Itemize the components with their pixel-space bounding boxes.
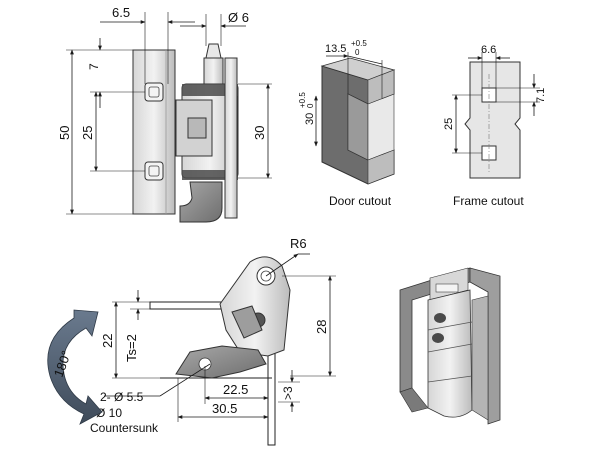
dim-side-thickness: Ts=2: [124, 334, 139, 362]
tol-door-width-upper: +0.5: [351, 39, 367, 48]
frame-plate: [464, 61, 521, 179]
hinge-body-upper: [219, 256, 291, 357]
dim-side-gap: >3: [281, 386, 295, 400]
dim-side-offset: 22.5: [223, 382, 248, 397]
dim-side-radius: R6: [290, 236, 307, 251]
dim-front-top: 7: [87, 63, 101, 70]
screw-slot-bottom: [144, 161, 164, 181]
dim-front-total: 50: [57, 126, 72, 140]
dim-frame-hole: 7.1: [535, 88, 547, 103]
hinge-pin: [205, 43, 222, 59]
dim-side-hole: 2- Ø 5.5: [100, 390, 144, 404]
hinge-body-lower: [175, 345, 267, 379]
dim-door-width: 13.5: [325, 43, 346, 55]
dim-frame-spacing: 25: [443, 118, 455, 130]
dim-door-height: 30: [304, 113, 316, 125]
tol-door-height-upper: +0.5: [298, 92, 307, 108]
screw-slot-top: [144, 82, 164, 102]
dim-side-height: 22: [100, 334, 115, 348]
dim-frame-width: 6.6: [481, 44, 496, 56]
3d-barrel: [427, 289, 473, 418]
tol-door-width-lower: 0: [355, 48, 360, 57]
door-cutout-view: 13.5 +0.5 0 30 +0.5 0 Door cutout: [298, 39, 396, 208]
dim-side-countersink-dia: Ø 10: [96, 406, 122, 420]
dim-front-spacing: 25: [80, 126, 95, 140]
rotation-arrow-icon: [47, 309, 103, 425]
dim-side-width: 30.5: [212, 401, 237, 416]
dim-front-body: 30: [252, 126, 267, 140]
frame-cutout-view: 6.6 7.1 25 Frame cutout: [443, 44, 547, 208]
tol-door-height-lower: 0: [306, 103, 315, 108]
hinge-3d-view: [399, 267, 501, 425]
dim-front-width: 6.5: [112, 5, 130, 20]
frame-cutout-caption: Frame cutout: [453, 194, 524, 208]
countersink-label: Countersunk: [90, 421, 159, 435]
side-view: R6 28 >3 22 Ts=2 2- Ø 5.5 Ø 10 Countersu…: [47, 236, 336, 446]
door-cutout-caption: Door cutout: [329, 194, 392, 208]
dim-side-overall: 28: [314, 320, 329, 334]
dim-front-pin-dia: Ø 6: [228, 10, 249, 25]
hinge-elbow: [179, 181, 223, 223]
front-view: 6.5 Ø 6 50 7 25 30: [57, 5, 272, 223]
hinge-plate: [132, 49, 176, 215]
